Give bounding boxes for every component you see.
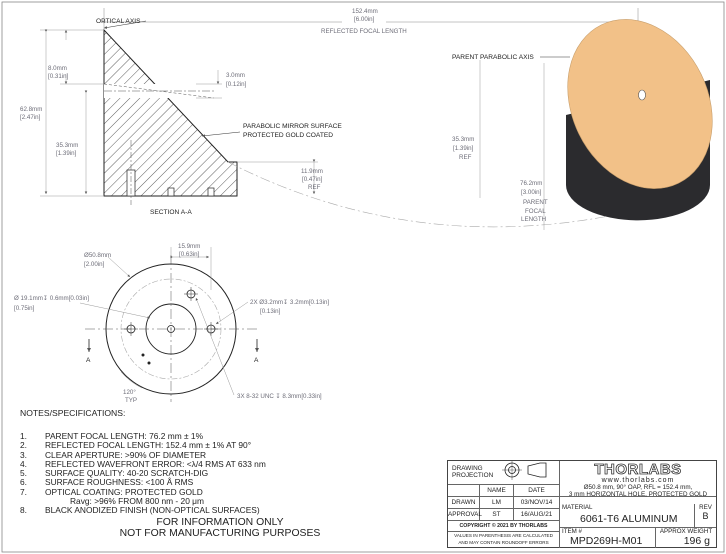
drawn-label: DRAWN (448, 497, 480, 509)
dim-2x-mm: 2X Ø3.2mm↧ 3.2mm[0.13in] (250, 299, 329, 306)
gold-mirror-surface (567, 19, 713, 189)
note-item: 4.REFLECTED WAVEFRONT ERROR: <λ/4 RMS AT… (20, 458, 266, 469)
parent-axis-label: PARENT PARABOLIC AXIS (452, 54, 534, 61)
dim-76-l2: FOCAL (525, 208, 546, 215)
item-number: MPD269H-M01 (570, 535, 643, 547)
notes-block: NOTES/SPECIFICATIONS: 1.PARENT FOCAL LEN… (20, 408, 360, 515)
dim-3x-thread: 3X 8-32 UNC ↧ 8.3mm[0.33in] (237, 393, 322, 400)
drawn-name: LM (480, 497, 514, 509)
surface-label-1: PARABOLIC MIRROR SURFACE (243, 123, 342, 130)
notes-list: 1.PARENT FOCAL LENGTH: 76.2 mm ± 1% 2.RE… (20, 431, 360, 516)
parent-parabola (227, 161, 639, 228)
dim-19-mm: Ø 19.1mm↧ 0.6mm[0.03in] (14, 295, 89, 302)
description: Ø50.8 mm, 90° OAP, RFL = 152.4 mm, 3 mm … (568, 484, 708, 498)
dim-35-mm: 35.3mm (56, 142, 78, 149)
dim-35r-ref: REF (459, 154, 472, 161)
dim-3-mm: 3.0mm (226, 72, 245, 79)
note-item: 7.OPTICAL COATING: PROTECTED GOLD (20, 486, 203, 497)
disclaimer: VALUES IN PARENTHESIS ARE CALCULATED AND… (448, 532, 560, 548)
note-item: 5.SURFACE QUALITY: 40-20 SCRATCH-DIG (20, 468, 209, 479)
dim-76-mm: 76.2mm (520, 180, 542, 187)
dim-11-in: [0.47in] (302, 176, 323, 183)
dim-15-in: [0.63in] (179, 251, 200, 258)
copyright: COPYRIGHT © 2021 BY THORLABS (448, 521, 560, 532)
note-item: 1.PARENT FOCAL LENGTH: 76.2 mm ± 1% (20, 431, 204, 441)
approval-date: 16/AUG/21 (514, 509, 560, 521)
brand-cell: THORLABS www.thorlabs.com Ø50.8 mm, 90° … (560, 461, 716, 498)
approval-label: APPROVAL (448, 509, 482, 521)
dim-50-mm: Ø50.8mm (84, 252, 111, 259)
surface-label-2: PROTECTED GOLD COATED (243, 132, 333, 139)
weight-value: 196 g (683, 535, 710, 547)
material-cell: MATERIAL 6061-T6 ALUMINUM (560, 504, 695, 528)
website: www.thorlabs.com (601, 477, 675, 484)
rev-value: B (702, 511, 709, 521)
approval-name: ST (480, 509, 514, 521)
dim-8-mm: 8.0mm (48, 65, 67, 72)
optical-axis-label: OPTICAL AXIS (96, 18, 141, 25)
dim-62-mm: 62.8mm (20, 106, 42, 113)
dim-3-in: [0.12in] (226, 81, 247, 88)
projection-cell: DRAWING PROJECTION (448, 461, 560, 485)
dim-focal-mm: 152.4mm (352, 8, 378, 15)
mirror-3d-view (566, 19, 713, 221)
section-label: SECTION A-A (150, 209, 192, 216)
note-item: 3.CLEAR APERTURE: >90% OF DIAMETER (20, 449, 207, 460)
dim-120: 120° (123, 389, 136, 396)
note-item: 8.BLACK ANODIZED FINISH (NON-OPTICAL SUR… (20, 505, 260, 516)
dim-focal-in: [6.00in] (354, 16, 375, 23)
section-a-left: A (86, 357, 91, 364)
section-view (103, 28, 238, 205)
material-value: 6061-T6 ALUMINUM (580, 513, 678, 525)
dim-76-in: [3.00in] (521, 189, 542, 196)
dim-35r-in: [1.39in] (453, 145, 474, 152)
dim-76-l3: LENGTH (521, 216, 546, 223)
title-block: DRAWING PROJECTION NAME DATE DRAWN LM 03… (447, 460, 717, 548)
dim-8-in: [0.31in] (48, 73, 69, 80)
dim-76-l1: PARENT (523, 199, 548, 206)
center-hole (638, 89, 646, 101)
item-cell: ITEM # MPD269H-M01 (560, 528, 656, 548)
dim-11-ref: REF (308, 184, 321, 191)
dim-62-in: [2.47in] (20, 114, 41, 121)
name-header: NAME (480, 485, 514, 497)
thorlabs-logo: THORLABS (594, 461, 682, 478)
bottom-view (85, 255, 257, 402)
dim-focal-label: REFLECTED FOCAL LENGTH (321, 28, 407, 35)
drawn-date: 03/NOV/14 (514, 497, 560, 509)
weight-cell: APPROX WEIGHT 196 g (656, 528, 716, 548)
dim-35r-mm: 35.3mm (452, 136, 474, 143)
dim-50-in: [2.00in] (84, 261, 105, 268)
dim-19-in: [0.75in] (14, 305, 35, 312)
dim-120-typ: TYP (125, 397, 137, 404)
note-ravg: Ravg: >96% FROM 800 nm - 20 μm (70, 496, 204, 507)
projection-symbol (502, 460, 547, 480)
notes-title: NOTES/SPECIFICATIONS: (20, 408, 126, 418)
dim-11-mm: 11.9mm (301, 168, 323, 175)
section-a-right: A (254, 357, 259, 364)
section-body (103, 28, 238, 197)
note-item: 2.REFLECTED FOCAL LENGTH: 152.4 mm ± 1% … (20, 440, 252, 451)
info-warning: FOR INFORMATION ONLY NOT FOR MANUFACTURI… (119, 517, 321, 539)
date-header: DATE (514, 485, 560, 497)
rev-cell: REV B (695, 504, 716, 528)
dim-2x-in: [0.13in] (260, 308, 281, 315)
dim-15-mm: 15.9mm (178, 243, 200, 250)
note-item: 6.SURFACE ROUGHNESS: <100 Å RMS (20, 477, 194, 488)
dim-35-in: [1.39in] (56, 150, 77, 157)
